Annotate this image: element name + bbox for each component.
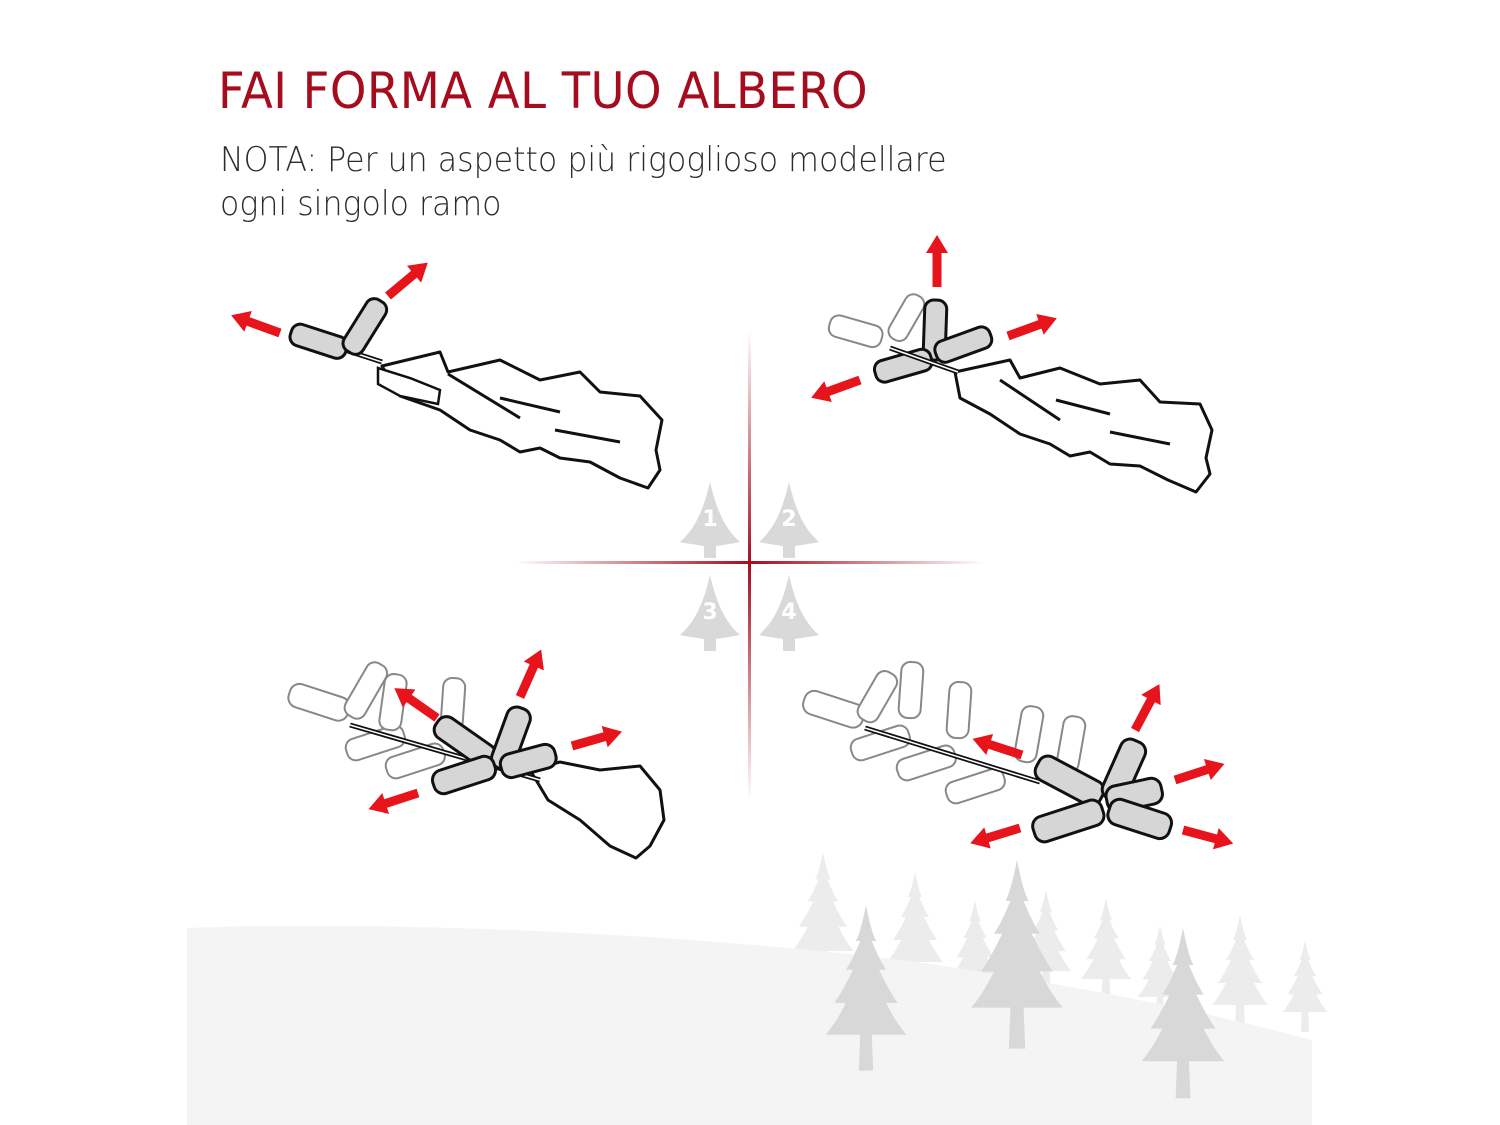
note-line-2: ogni singolo ramo (220, 184, 502, 224)
panel-4-branch (802, 660, 1237, 855)
note-line-1: NOTA: Per un aspetto più rigoglioso mode… (220, 140, 947, 180)
step-number-3: 3 (702, 600, 718, 625)
background-landscape (187, 852, 1328, 1125)
step-number-4: 4 (781, 600, 797, 625)
note-text: NOTA: Per un aspetto più rigoglioso mode… (220, 138, 947, 226)
page-title: FAI FORMA AL TUO ALBERO (218, 62, 869, 120)
step-number-2: 2 (781, 507, 797, 532)
panel-1-branch (227, 254, 664, 490)
snow-hill (187, 925, 1312, 1125)
panel-2-branch (807, 235, 1214, 494)
panel-3-branch (287, 645, 666, 860)
step-number-1: 1 (702, 507, 718, 532)
crosshair-divider (515, 330, 985, 800)
